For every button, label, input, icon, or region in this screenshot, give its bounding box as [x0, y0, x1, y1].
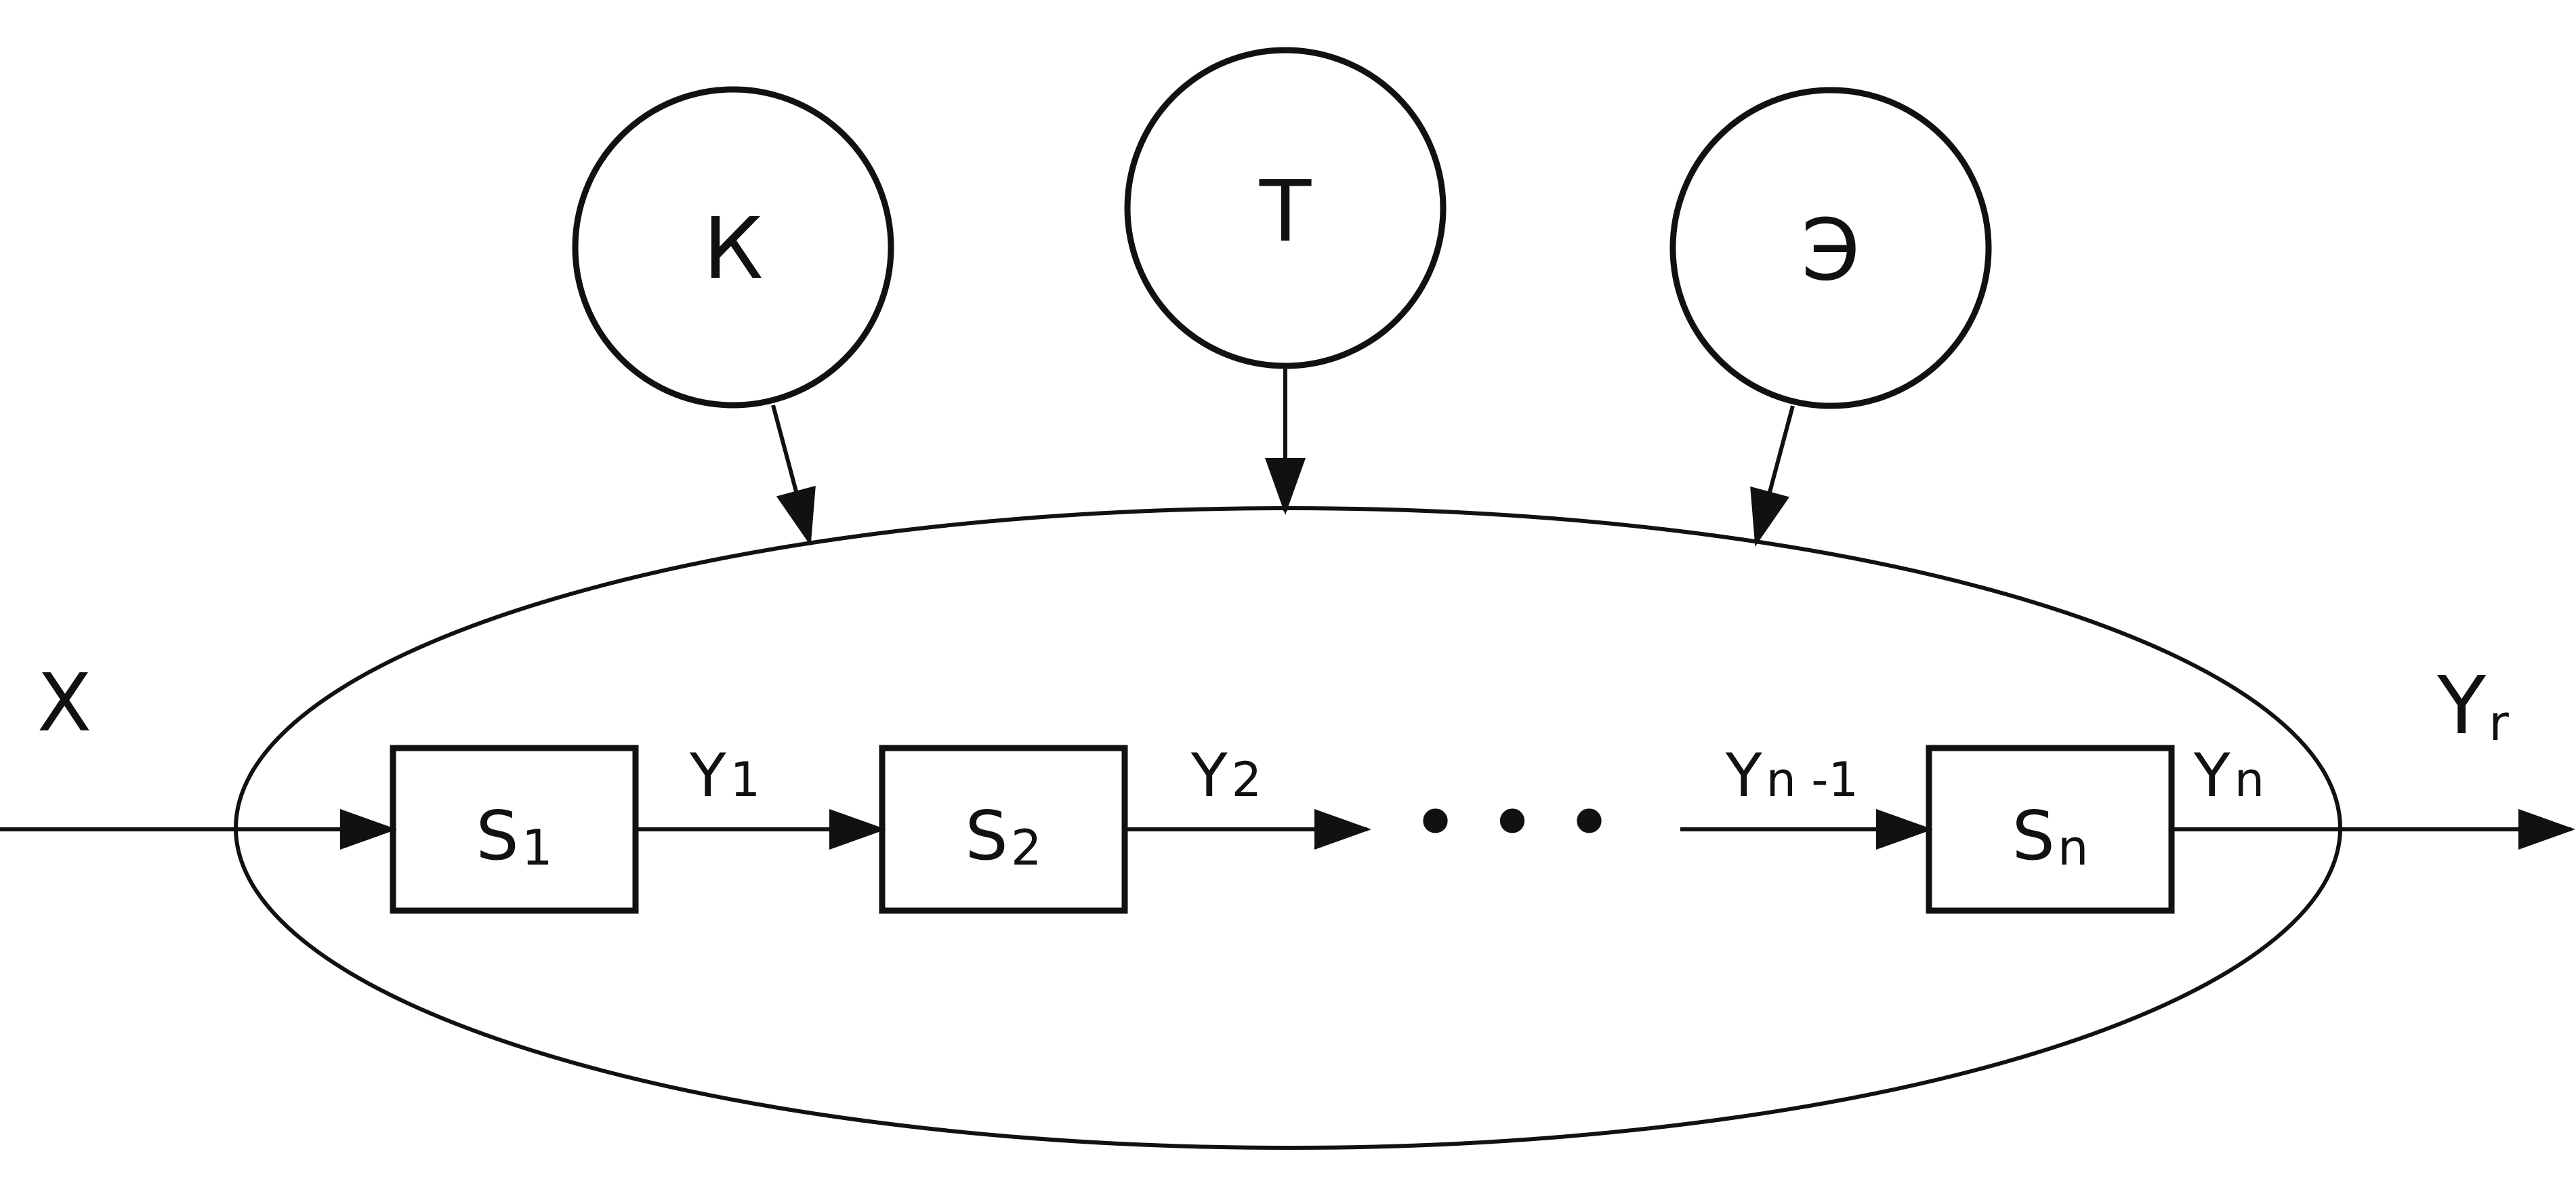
influence-label-t: Т — [1259, 163, 1312, 261]
block-label-sn: Sn — [2012, 796, 2088, 876]
input-label: X — [37, 656, 92, 749]
influence-arrow-k — [771, 405, 816, 546]
ellipsis-label: • • • — [1411, 774, 1615, 873]
output-label: Yr — [2436, 659, 2509, 752]
signal-label-y1: Y1 — [689, 741, 760, 810]
signal-label-yn-minus-1: Yn -1 — [1725, 741, 1858, 810]
signal-label-y2: Y2 — [1190, 741, 1262, 810]
influence-label-k: К — [703, 200, 764, 298]
influence-circle-k — [572, 86, 894, 409]
influence-label-e: Э — [1801, 201, 1860, 299]
block-label-s1: S1 — [476, 796, 552, 876]
block-label-s2: S2 — [965, 796, 1041, 876]
influence-arrow-e — [1750, 405, 1795, 547]
signal-label-yn: Yn — [2193, 741, 2264, 810]
influence-circle-e — [1669, 87, 1992, 409]
